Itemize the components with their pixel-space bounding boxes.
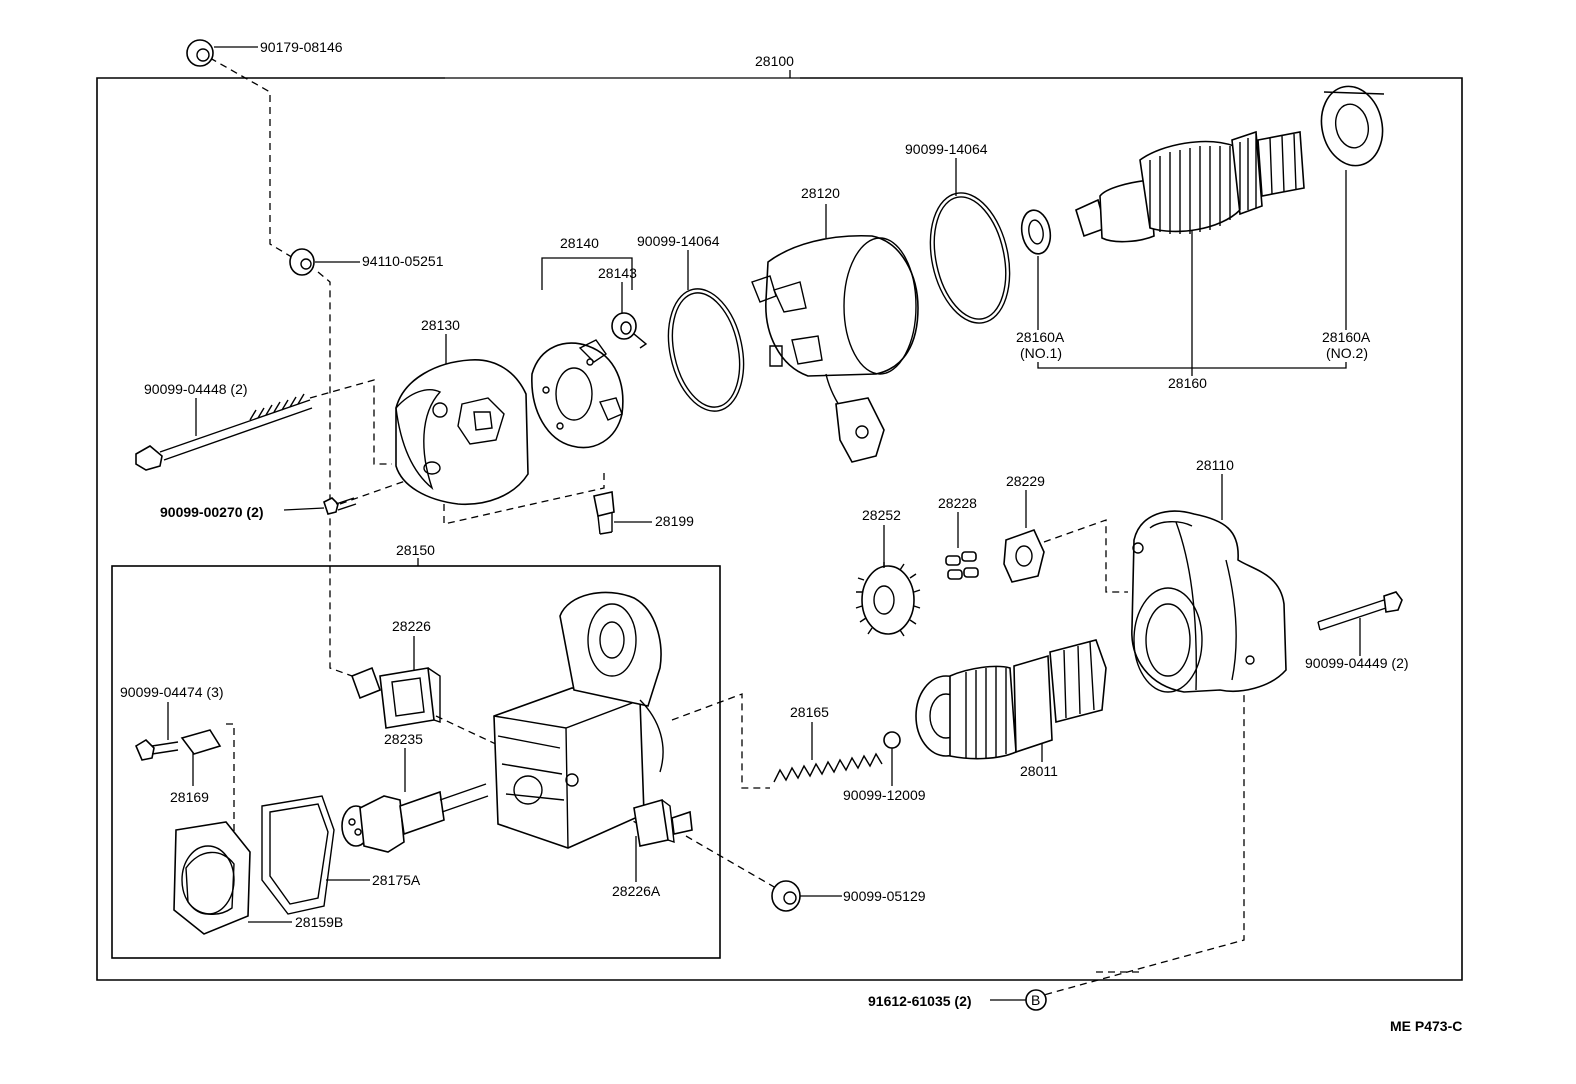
label-28165: 28165 (790, 704, 829, 720)
label-91612-61035: 91612-61035 (2) (868, 993, 972, 1009)
bearing-28160A-no2 (1320, 85, 1385, 167)
marker-b-letter: B (1031, 992, 1040, 1008)
nut-94110-05251 (289, 248, 315, 276)
label-28143: 28143 (598, 265, 637, 281)
bearing-28143 (611, 312, 648, 349)
clutch-28011 (915, 639, 1107, 760)
collar-28169 (180, 729, 222, 755)
o-ring-90099-14064-b (929, 192, 1011, 324)
starter-housing-28110 (1131, 510, 1287, 693)
screw-90099-04474 (134, 738, 179, 761)
subassembly-frame-28150 (111, 558, 721, 959)
through-bolt-90099-04448 (135, 393, 313, 471)
gasket-28175A (261, 795, 335, 915)
yoke-28120 (751, 234, 919, 463)
retainer-28229 (1003, 528, 1045, 583)
label-28175A: 28175A (372, 872, 421, 888)
magnetic-switch-housing-28150 (493, 591, 664, 849)
terminal-28226A (633, 798, 693, 847)
screw-90099-00270 (323, 497, 357, 515)
label-28160A-no2: 28160A (1322, 329, 1371, 345)
label-90099-14064-b: 90099-14064 (905, 141, 988, 157)
nut-90099-05129 (771, 880, 801, 912)
o-ring-90099-14064-a (667, 288, 745, 412)
label-90179-08146: 90179-08146 (260, 39, 343, 55)
label-28199: 28199 (655, 513, 694, 529)
label-28160A-no1-sub: (NO.1) (1020, 345, 1062, 361)
screw-28199 (593, 491, 615, 535)
bolt-90099-04449 (1317, 591, 1403, 631)
label-28252: 28252 (862, 507, 901, 523)
label-28110: 28110 (1196, 457, 1234, 473)
brush-holder-28140 (531, 339, 624, 449)
label-28226A: 28226A (612, 883, 661, 899)
assembly-frame-28100 (96, 70, 1463, 981)
cover-28159B (173, 821, 251, 935)
assembly-guide-lines (209, 57, 1245, 997)
rollers-28228 (945, 551, 979, 580)
label-28160A-no2-sub: (NO.2) (1326, 345, 1368, 361)
label-90099-04474: 90099-04474 (3) (120, 684, 224, 700)
label-28229: 28229 (1006, 473, 1045, 489)
label-90099-00270: 90099-00270 (2) (160, 504, 264, 520)
label-90099-05129: 90099-05129 (843, 888, 926, 904)
label-28160: 28160 (1168, 375, 1207, 391)
armature-28160 (1075, 130, 1305, 243)
label-28011: 28011 (1020, 763, 1058, 779)
label-28100: 28100 (755, 53, 794, 69)
spring-28165 (773, 752, 883, 783)
plunger-28235 (341, 783, 489, 853)
commutator-end-frame-28130 (395, 359, 529, 506)
nut-90179-08146 (186, 39, 214, 67)
label-28130: 28130 (421, 317, 460, 333)
ball-90099-12009 (883, 731, 901, 749)
label-28150: 28150 (396, 542, 435, 558)
label-90099-04449: 90099-04449 (2) (1305, 655, 1409, 671)
figure-code: ME P473-C (1390, 1018, 1462, 1034)
label-28159B: 28159B (295, 914, 343, 930)
label-90099-14064-a: 90099-14064 (637, 233, 720, 249)
marker-b-91612-61035: B (1025, 989, 1047, 1011)
label-28235: 28235 (384, 731, 423, 747)
terminal-28226 (350, 666, 441, 729)
label-28120: 28120 (801, 185, 840, 201)
label-28228: 28228 (938, 495, 977, 511)
label-90099-12009: 90099-12009 (843, 787, 926, 803)
label-90099-04448: 90099-04448 (2) (144, 381, 248, 397)
label-28160A-no1: 28160A (1016, 329, 1065, 345)
label-94110-05251: 94110-05251 (362, 253, 444, 269)
label-28169: 28169 (170, 789, 209, 805)
label-28140: 28140 (560, 235, 599, 251)
label-28226: 28226 (392, 618, 431, 634)
bearing-28160A-no1 (1020, 209, 1052, 255)
idler-gear-28252 (855, 562, 921, 637)
